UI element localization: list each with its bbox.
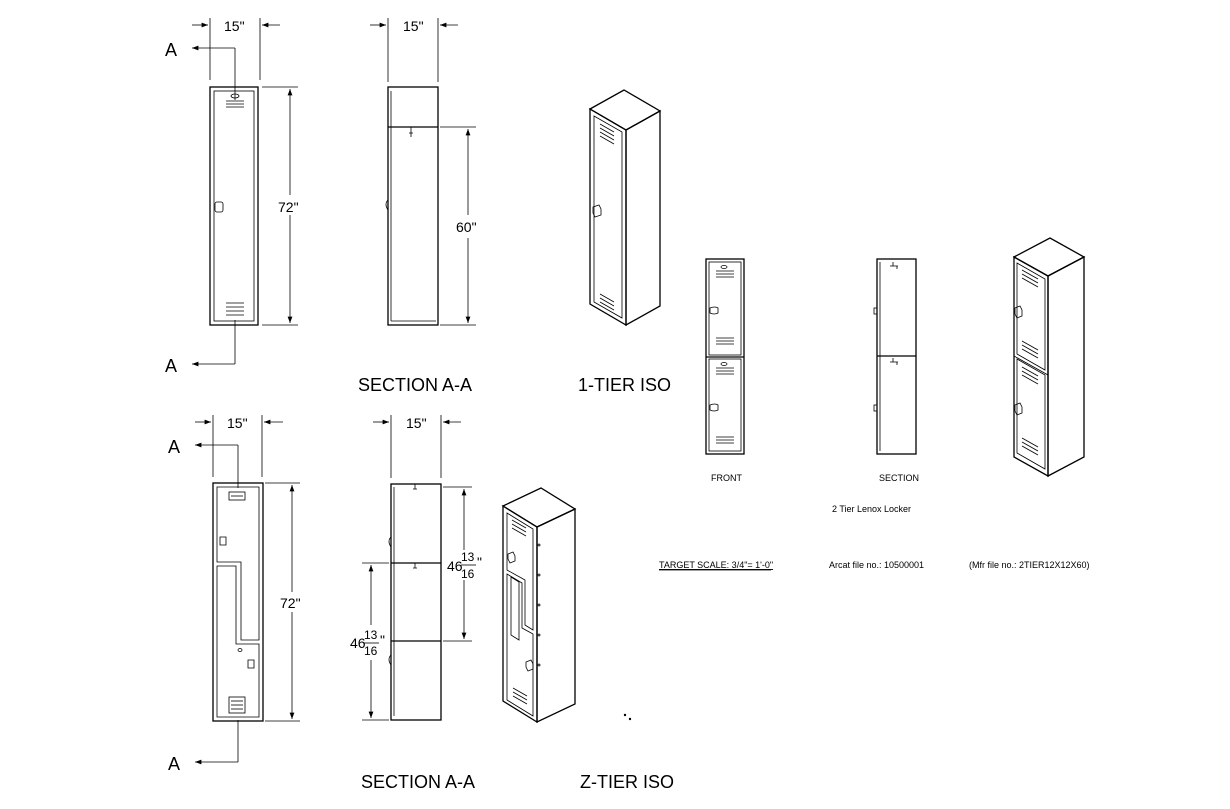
label-front: FRONT	[711, 473, 742, 483]
vent-bottom	[226, 302, 244, 316]
upper-tier-dimension: 46 13 16 "	[447, 550, 482, 581]
iso-hinge-dots	[537, 543, 541, 667]
z-section-mark-bottom: A	[168, 754, 180, 774]
z-tier-front-elevation: 15" A A 72"	[168, 415, 301, 774]
label-section-bottom: SECTION A-A	[361, 772, 475, 792]
label-z-tier-iso: Z-TIER ISO	[580, 772, 674, 792]
z-tier-iso-view	[501, 487, 577, 724]
svg-text:13: 13	[461, 550, 475, 564]
svg-text:16: 16	[364, 644, 378, 658]
z-width-dimension: 15"	[227, 415, 248, 431]
label-section-small: SECTION	[879, 473, 919, 483]
label-2-tier-title: 2 Tier Lenox Locker	[832, 504, 911, 514]
vent-top	[226, 93, 244, 108]
z-section-width-dimension: 15"	[406, 415, 427, 431]
note-mfr-file: (Mfr file no.: 2TIER12X12X60)	[969, 560, 1090, 570]
z-tier-section: 15" 46 13 16 " 46 13 16 "	[350, 415, 482, 721]
iso-vent-top	[599, 123, 615, 145]
iso-handle	[592, 204, 602, 218]
svg-text:16: 16	[461, 567, 475, 581]
height-dimension: 72"	[278, 199, 299, 215]
shelf-height-dimension: 60"	[456, 219, 477, 235]
two-tier-section	[873, 258, 917, 455]
z-section-mark-top: A	[168, 437, 180, 457]
svg-text:": "	[477, 554, 482, 570]
svg-text:46: 46	[350, 635, 366, 651]
two-tier-iso	[1012, 237, 1086, 478]
section-width-dimension: 15"	[403, 18, 424, 34]
one-tier-iso-view	[588, 89, 662, 327]
svg-text:": "	[380, 632, 385, 648]
z-vent-bottom	[228, 696, 246, 714]
z-height-dimension: 72"	[280, 595, 301, 611]
handle	[214, 201, 224, 213]
svg-text:13: 13	[364, 628, 378, 642]
z-iso-vent-top	[511, 519, 527, 537]
note-target-scale: TARGET SCALE: 3/4"= 1'-0"	[659, 560, 773, 570]
section-mark-bottom: A	[165, 356, 177, 376]
two-tier-front	[705, 258, 745, 455]
note-arcat-file: Arcat file no.: 10500001	[829, 560, 924, 570]
one-tier-front-elevation: 15" A A 72"	[165, 18, 299, 376]
section-mark-top: A	[165, 40, 177, 60]
width-dimension: 15"	[224, 18, 245, 34]
z-iso-vent-bottom	[512, 687, 528, 705]
stray-marks	[623, 713, 632, 721]
lower-tier-dimension: 46 13 16 "	[350, 628, 385, 658]
label-1-tier-iso: 1-TIER ISO	[578, 375, 671, 395]
label-section-top: SECTION A-A	[358, 375, 472, 395]
iso-vent-bottom	[599, 293, 615, 311]
svg-text:46: 46	[447, 558, 463, 574]
one-tier-section: 15" 60"	[370, 18, 477, 326]
